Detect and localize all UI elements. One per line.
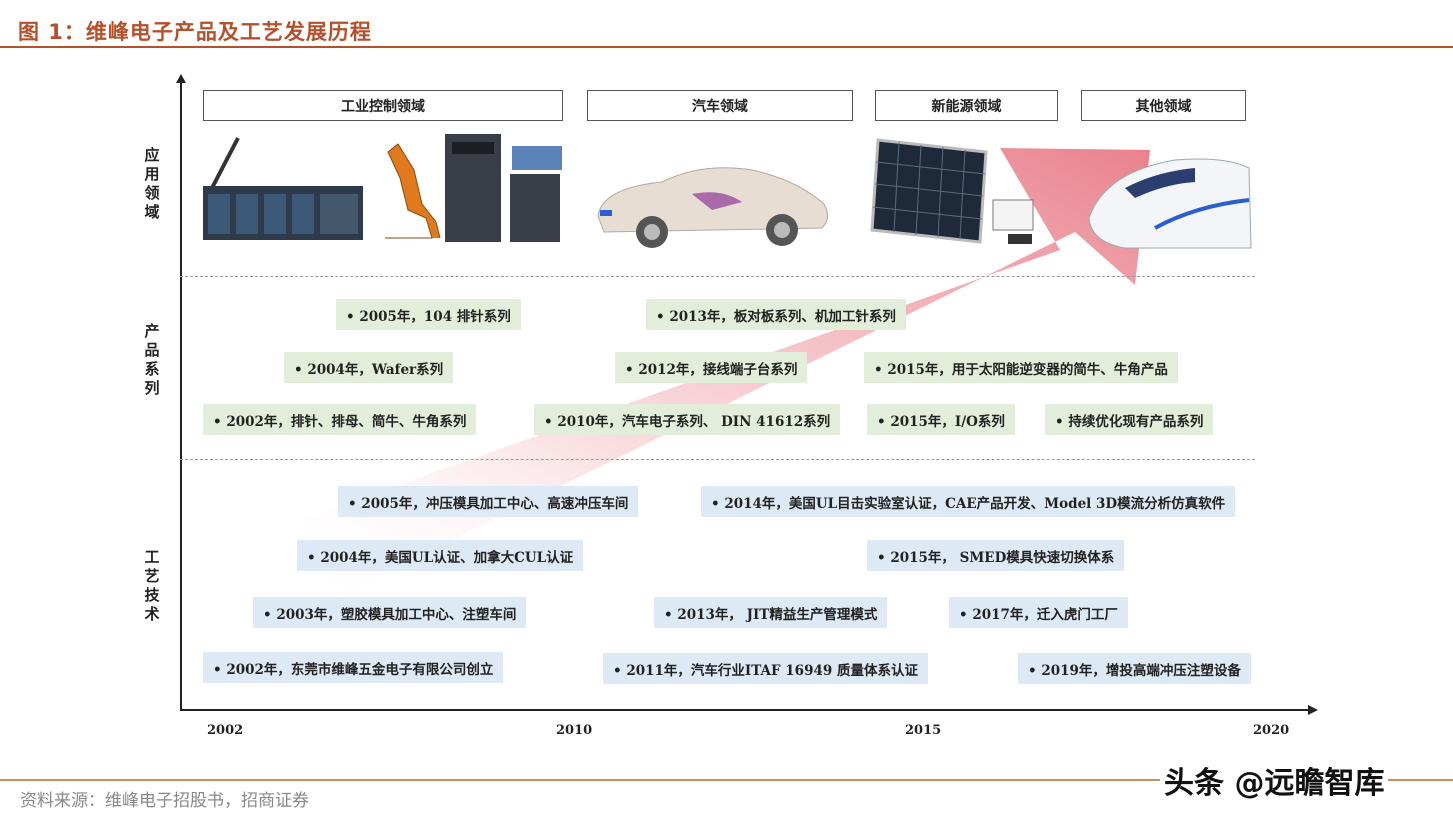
technology-item: • 2002年，东莞市维峰五金电子有限公司创立 — [203, 652, 504, 683]
product-item: • 2005年，104 排针系列 — [336, 299, 521, 330]
technology-item: • 2017年，迁入虎门工厂 — [949, 597, 1128, 628]
industrial-equipment-image — [203, 134, 562, 242]
domain-other: 其他领域 — [1081, 90, 1246, 121]
y-axis — [180, 80, 182, 710]
solar-panel-image — [870, 138, 1034, 244]
product-item: • 2015年，用于太阳能逆变器的简牛、牛角产品 — [864, 352, 1178, 383]
technology-item: • 2014年，美国UL目击实验室认证，CAE产品开发、Model 3D模流分析… — [701, 486, 1236, 517]
band-divider-1 — [180, 276, 1255, 277]
figure-title: 图 1：维峰电子产品及工艺发展历程 — [18, 20, 372, 44]
year-label: 2002 — [207, 723, 244, 738]
y-axis-arrow — [176, 74, 186, 83]
band-label-technology: 工艺技术 — [144, 548, 160, 623]
technology-item: • 2004年，美国UL认证、加拿大CUL认证 — [297, 540, 584, 571]
x-axis — [180, 709, 1310, 711]
product-item: • 2012年，接线端子台系列 — [615, 352, 808, 383]
technology-item: • 2013年， JIT精益生产管理模式 — [654, 597, 888, 628]
year-label: 2020 — [1253, 723, 1290, 738]
product-item: • 2004年，Wafer系列 — [284, 352, 454, 383]
x-axis-arrow — [1308, 705, 1318, 715]
product-item: • 2013年，板对板系列、机加工针系列 — [646, 299, 906, 330]
year-label: 2010 — [556, 723, 593, 738]
product-item: • 2010年，汽车电子系列、 DIN 41612系列 — [534, 404, 841, 435]
band-label-product: 产品系列 — [144, 322, 160, 397]
technology-item: • 2019年，增投高端冲压注塑设备 — [1018, 653, 1251, 684]
source-note: 资料来源：维峰电子招股书，招商证券 — [20, 791, 309, 811]
band-divider-2 — [180, 459, 1255, 460]
product-item: • 2002年，排针、排母、简牛、牛角系列 — [203, 404, 477, 435]
technology-item: • 2005年，冲压模具加工中心、高速冲压车间 — [338, 486, 639, 517]
technology-item: • 2015年， SMED模具快速切换体系 — [867, 540, 1125, 571]
technology-item: • 2011年，汽车行业ITAF 16949 质量体系认证 — [603, 653, 928, 684]
product-item: • 持续优化现有产品系列 — [1045, 404, 1214, 435]
technology-item: • 2003年，塑胶模具加工中心、注塑车间 — [253, 597, 527, 628]
domain-automotive: 汽车领域 — [587, 90, 853, 121]
domain-industrial-control: 工业控制领域 — [203, 90, 563, 121]
year-label: 2015 — [905, 723, 942, 738]
high-speed-train-image — [1088, 158, 1252, 249]
watermark: 头条 @远瞻智库 — [1160, 758, 1389, 802]
band-label-application: 应用领域 — [144, 146, 160, 221]
domain-new-energy: 新能源领域 — [875, 90, 1058, 121]
title-rule — [0, 46, 1453, 48]
footer-rule — [0, 779, 1453, 781]
product-item: • 2015年，I/O系列 — [867, 404, 1015, 435]
car-image — [597, 167, 828, 248]
